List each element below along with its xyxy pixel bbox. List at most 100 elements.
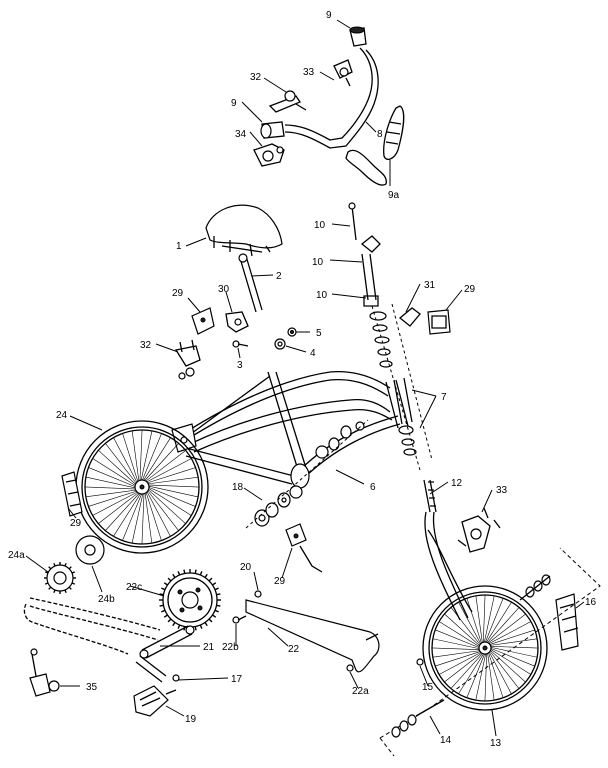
reflector-part-29-rear	[61, 471, 83, 517]
spoke	[98, 450, 137, 486]
spoke	[113, 492, 142, 537]
tooth	[44, 571, 49, 574]
spoke	[145, 491, 162, 541]
tooth	[167, 618, 172, 623]
tooth	[199, 624, 203, 629]
spoke	[139, 429, 143, 482]
spoke	[88, 490, 138, 507]
tooth	[216, 593, 221, 596]
spoke	[487, 651, 504, 698]
spoke	[488, 629, 535, 646]
callout-32-top: 32	[250, 72, 262, 83]
tooth	[194, 569, 197, 574]
spoke	[88, 467, 137, 488]
callout-18: 18	[232, 482, 244, 493]
tooth	[194, 626, 197, 631]
callout-19: 19	[185, 714, 197, 725]
spoke	[145, 458, 192, 483]
callout-21: 21	[203, 642, 215, 653]
spoke	[142, 437, 171, 482]
tooth	[214, 609, 219, 613]
washer-part-4	[274, 338, 286, 350]
callout-29-b: 29	[464, 284, 476, 295]
tooth	[208, 618, 213, 623]
spoke	[458, 652, 485, 695]
tooth	[199, 571, 203, 576]
bracket-part-31	[398, 307, 421, 327]
tooth	[204, 573, 208, 578]
callout-4: 4	[310, 348, 316, 359]
callout-1: 1	[176, 241, 182, 252]
spoke	[489, 638, 538, 646]
handlebar-part-8	[284, 47, 379, 149]
callout-9-mid: 9	[231, 98, 237, 109]
callout-24: 24	[56, 410, 68, 421]
axle-nut-part-15	[416, 658, 424, 666]
spoke	[431, 647, 481, 651]
spoke	[146, 489, 179, 531]
seat-post-part-2	[238, 253, 263, 313]
spoke	[438, 621, 481, 648]
frame-part-6	[171, 370, 409, 489]
spoke	[487, 652, 495, 701]
tooth	[161, 587, 166, 591]
callout-3: 3	[237, 360, 243, 371]
spoke	[483, 595, 495, 644]
spoke	[146, 467, 196, 484]
spoke	[487, 613, 526, 644]
callout-14: 14	[440, 735, 452, 746]
spoke	[438, 651, 482, 675]
spoke	[144, 450, 186, 483]
spoke	[488, 651, 512, 695]
leader-lines	[25, 19, 585, 737]
spoke	[147, 484, 200, 488]
spoke	[146, 490, 171, 537]
spoke	[147, 485, 199, 498]
spoke	[84, 486, 137, 490]
tooth	[53, 589, 56, 594]
spoke	[85, 489, 137, 498]
callout-8: 8	[377, 129, 383, 140]
spoke	[484, 598, 504, 644]
spoke	[105, 443, 138, 485]
callout-15: 15	[422, 682, 434, 693]
screw-part-22b	[232, 615, 247, 624]
spoke	[450, 607, 481, 646]
callout-5: 5	[316, 328, 322, 339]
tooth	[68, 566, 72, 570]
tooth	[48, 566, 52, 570]
tooth	[204, 622, 208, 627]
tooth	[68, 586, 72, 590]
tooth	[163, 614, 168, 618]
callout-33-fork: 33	[496, 485, 508, 496]
callout-29-a: 29	[172, 288, 184, 299]
tooth	[212, 582, 217, 586]
tooth	[48, 586, 52, 590]
spoke	[147, 486, 196, 507]
spoke	[92, 458, 137, 487]
spoke	[489, 649, 526, 683]
tooth	[71, 571, 76, 574]
tooth	[163, 582, 168, 586]
pedal-part-19	[133, 685, 177, 717]
tooth	[172, 622, 176, 627]
spoke	[140, 430, 153, 482]
callout-20: 29	[274, 576, 286, 587]
tooth	[161, 609, 166, 613]
spoke	[122, 433, 139, 483]
callout-35: 35	[86, 682, 98, 693]
tooth	[177, 624, 181, 629]
shifter-part-33-top	[333, 59, 353, 87]
tooth	[172, 573, 176, 578]
reflector-part-29-front	[555, 593, 579, 651]
tooth	[71, 582, 76, 585]
caliper-brake-part-33	[457, 507, 501, 553]
tooth	[64, 589, 67, 594]
crank-part-21	[139, 625, 195, 659]
tooth	[53, 562, 56, 567]
callout-31: 31	[424, 280, 436, 291]
spoke	[482, 594, 486, 644]
fork-part-12	[423, 479, 473, 621]
spoke	[85, 476, 137, 489]
